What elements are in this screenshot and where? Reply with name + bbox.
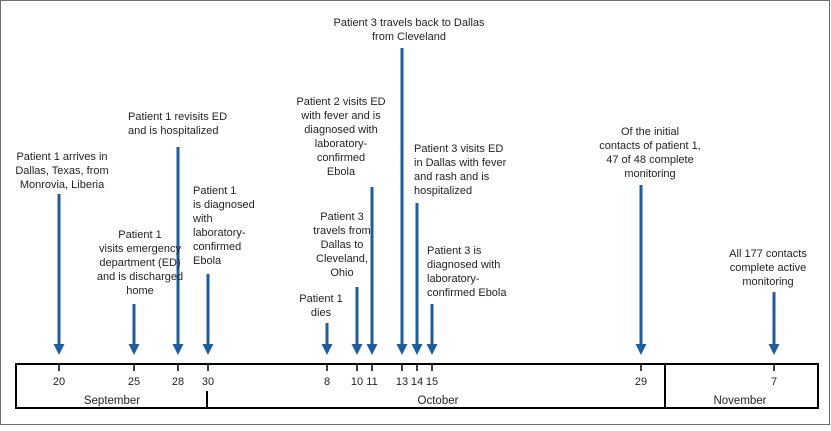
event-arrowhead-p1-diagnosed — [202, 344, 214, 355]
event-label-line: Ebola — [193, 255, 222, 267]
date-tick-label-contacts-47-of-48: 29 — [635, 376, 647, 388]
event-arrows — [53, 48, 780, 355]
event-label-line: Dallas, Texas, from — [15, 165, 108, 177]
event-label-line: dies — [311, 307, 332, 319]
event-arrowhead-p1-arrives — [53, 344, 65, 355]
event-label-line: Ohio — [330, 267, 353, 279]
event-arrowhead-p3-visits-ed — [411, 344, 423, 355]
event-label-line: 47 of 48 complete — [606, 154, 693, 166]
event-label-p3-travels-back: Patient 3 travels back to Dallas from Cle… — [333, 17, 485, 43]
event-label-line: confirmed Ebola — [427, 287, 507, 299]
event-label-p3-diagnosed: Patient 3 is diagnosed with laboratory-con… — [427, 245, 507, 299]
event-label-line: Patient 2 visits ED — [296, 96, 385, 108]
event-label-line: laboratory- — [427, 273, 480, 285]
event-label-line: Patient 1 — [299, 293, 342, 305]
date-tick-label-p1-visits-ed: 25 — [128, 376, 140, 388]
event-label-contacts-47-of-48: Of the initial contacts of patient 1, 47 o… — [599, 126, 701, 180]
event-arrowhead-p3-travels-back — [396, 344, 408, 355]
date-tick-label-p3-travels-back: 13 — [396, 376, 408, 388]
event-label-line: contacts of patient 1, — [599, 140, 701, 152]
event-label-line: is diagnosed — [193, 199, 255, 211]
event-label-p2-visits-ed: Patient 2 visits ED with fever and is diag… — [296, 96, 385, 178]
month-label-november: November — [713, 395, 766, 407]
event-label-line: Dallas to — [321, 239, 364, 251]
timeline-axis-box — [15, 363, 819, 409]
event-label-line: and is discharged — [97, 271, 183, 283]
date-tick-label-p3-diagnosed: 15 — [426, 376, 438, 388]
event-label-p3-visits-ed: Patient 3 visits ED in Dallas with fever a… — [414, 143, 507, 197]
event-label-line: confirmed — [317, 152, 365, 164]
event-label-line: monitoring — [624, 168, 675, 180]
event-label-line: Patient 3 is — [427, 245, 482, 257]
event-label-line: Cleveland, — [316, 253, 368, 265]
date-tick-label-p2-visits-ed: 11 — [366, 376, 377, 388]
event-label-line: Patient 1 — [193, 185, 236, 197]
event-arrowhead-p3-diagnosed — [426, 344, 438, 355]
event-arrowhead-contacts-47-of-48 — [635, 344, 647, 355]
event-label-line: travels from — [313, 225, 370, 237]
event-label-line: Patient 3 — [320, 211, 363, 223]
event-arrowhead-p2-visits-ed — [366, 344, 378, 355]
event-arrowhead-p1-revisits-ed — [172, 344, 184, 355]
event-label-line: laboratory- — [315, 138, 368, 150]
event-label-line: and is hospitalized — [128, 125, 219, 137]
event-label-p1-diagnosed: Patient 1 is diagnosed with laboratory-conf… — [192, 185, 255, 267]
event-label-line: monitoring — [742, 276, 793, 288]
event-arrowhead-p1-dies — [321, 344, 333, 355]
event-arrowhead-p1-visits-ed — [128, 344, 140, 355]
event-label-line: laboratory- — [193, 227, 246, 239]
event-label-line: home — [126, 285, 154, 297]
date-tick-label-p1-revisits-ed: 28 — [172, 376, 184, 388]
event-label-line: from Cleveland — [372, 31, 446, 43]
event-label-line: Of the initial — [621, 126, 679, 138]
event-label-line: Patient 3 visits ED — [414, 143, 503, 155]
event-label-line: confirmed — [193, 241, 241, 253]
event-label-line: department (ED) — [99, 257, 180, 269]
event-label-p1-dies: Patient 1 dies — [299, 293, 342, 319]
event-label-line: hospitalized — [414, 185, 472, 197]
event-label-line: in Dallas with fever — [414, 157, 507, 169]
date-tick-label-p1-dies: 8 — [324, 376, 330, 388]
month-label-october: October — [418, 395, 459, 407]
date-tick-label-p1-diagnosed: 30 — [202, 376, 214, 388]
event-label-line: Ebola — [327, 166, 356, 178]
event-label-p1-revisits-ed: Patient 1 revisits ED and is hospitalized — [128, 111, 227, 137]
event-label-line: complete active — [730, 262, 806, 274]
date-tick-label-p1-arrives: 20 — [53, 376, 65, 388]
event-label-line: Patient 3 travels back to Dallas — [333, 17, 485, 29]
event-label-contacts-all-177: All 177 contacts complete active monitorin… — [729, 248, 807, 288]
event-label-line: All 177 contacts — [729, 248, 807, 260]
event-label-p1-visits-ed: Patient 1 visits emergency department (ED)… — [97, 229, 183, 297]
event-label-line: with fever and is — [300, 110, 381, 122]
event-label-line: diagnosed with — [427, 259, 500, 271]
event-label-line: with — [192, 213, 213, 225]
date-tick-label-p3-travels-cleveland: 10 — [351, 376, 363, 388]
month-label-september: September — [84, 395, 140, 407]
event-arrowhead-p3-travels-cleveland — [351, 344, 363, 355]
event-label-line: diagnosed with — [304, 124, 377, 136]
date-tick-label-contacts-all-177: 7 — [771, 376, 777, 388]
date-tick-label-p3-visits-ed: 14 — [411, 376, 423, 388]
event-label-line: Patient 1 revisits ED — [128, 111, 227, 123]
event-label-line: visits emergency — [99, 243, 181, 255]
event-label-line: and rash and is — [414, 171, 490, 183]
event-label-line: Monrovia, Liberia — [20, 179, 105, 191]
event-arrowhead-contacts-all-177 — [768, 344, 780, 355]
event-label-line: Patient 1 — [118, 229, 161, 241]
event-label-line: Patient 1 arrives in — [16, 151, 107, 163]
